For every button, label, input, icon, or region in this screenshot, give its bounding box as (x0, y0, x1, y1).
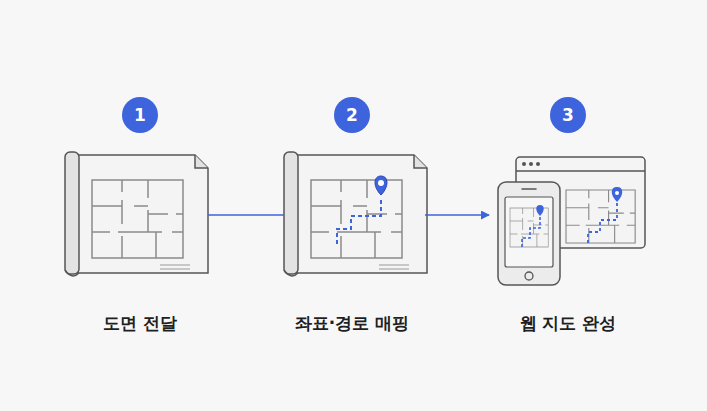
connector (425, 214, 489, 216)
step-number-text: 1 (134, 107, 146, 124)
step-illustration: 웹 지도 완성 (498, 157, 645, 285)
step-number: 3 (550, 97, 586, 133)
blueprint-sheet (65, 152, 208, 276)
step-label: 좌표·경로 매핑 (295, 313, 409, 333)
step-number: 2 (334, 97, 370, 133)
step-illustration: 좌표·경로 매핑 (284, 152, 425, 275)
step-number-text: 3 (562, 107, 574, 124)
step-label: 웹 지도 완성 (520, 313, 617, 333)
blueprint-sheet-mapped (284, 152, 427, 276)
connector (208, 214, 284, 216)
step-number: 1 (122, 97, 158, 133)
step-label: 도면 전달 (103, 313, 177, 333)
phone (498, 182, 560, 285)
step-number-text: 2 (346, 107, 358, 124)
step-illustration: 도면 전달 (65, 152, 208, 275)
